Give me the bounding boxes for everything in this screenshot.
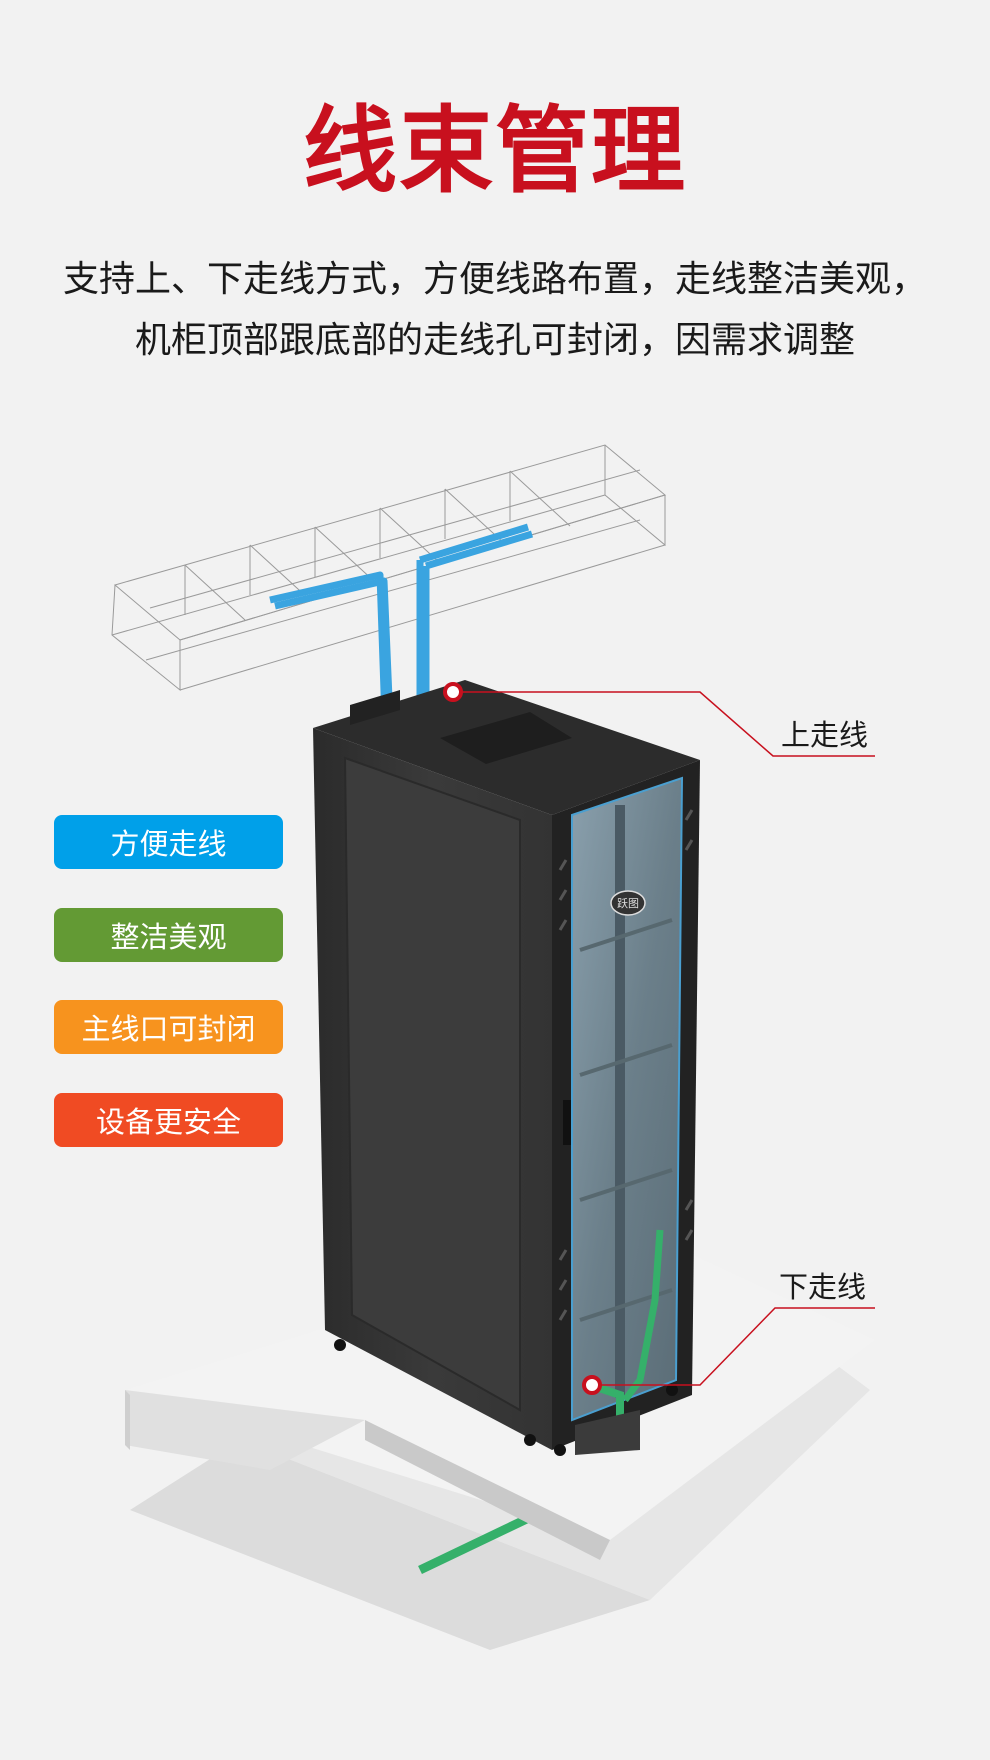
top-routing-label: 上走线 — [781, 718, 869, 752]
bottom-callout-marker — [582, 1375, 602, 1395]
cabinet — [313, 680, 700, 1456]
top-cables — [269, 523, 534, 723]
brand-logo — [610, 890, 646, 916]
feature-badge-safety: 设备更安全 — [54, 1093, 283, 1147]
page-title: 线束管理 — [302, 97, 687, 206]
brand-logo-text: 跃图 — [617, 896, 639, 910]
feature-badge-easy-routing: 方便走线 — [54, 815, 283, 869]
feature-badge-neat: 整洁美观 — [54, 908, 283, 962]
description-line-1: 支持上、下走线方式，方便线路布置，走线整洁美观， — [62, 259, 927, 300]
top-callout-marker — [443, 682, 463, 702]
callout-lines — [453, 691, 875, 1386]
bottom-routing-label: 下走线 — [779, 1270, 867, 1304]
under-floor-cable — [418, 1510, 537, 1575]
description-line-2: 机柜顶部跟底部的走线孔可封闭，因需求调整 — [134, 320, 855, 361]
feature-badge-sealable: 主线口可封闭 — [54, 1000, 283, 1054]
